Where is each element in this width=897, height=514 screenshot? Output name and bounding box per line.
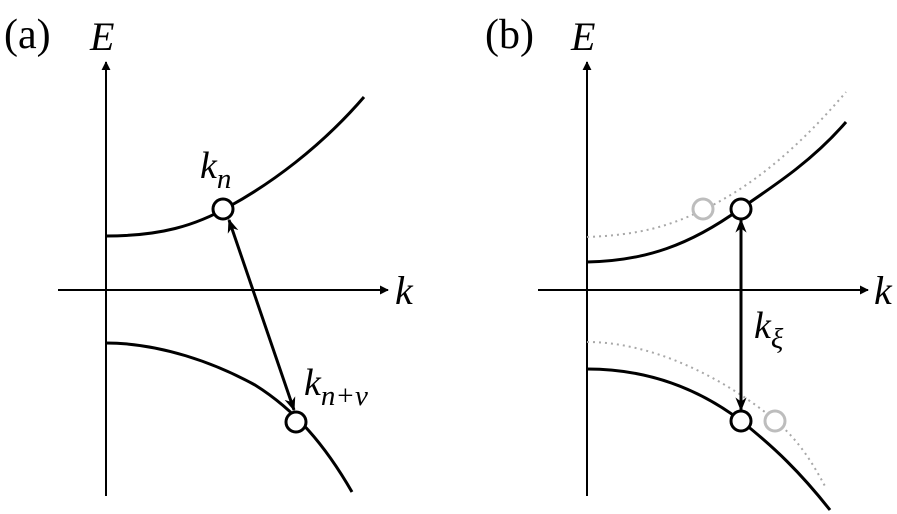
panel-a-lower-state [284, 410, 308, 434]
panel-b-transition-label-sub: ξ [771, 323, 784, 355]
panel-a-energy-axis-label: E [89, 14, 114, 59]
panel-b-shifted-upper-state [691, 197, 715, 221]
panel-b-shifted-conduction-band [586, 91, 847, 238]
panel-b-conduction-band [586, 121, 848, 264]
panel-a-transition-arrow [227, 218, 296, 412]
panel-b-transition-label: kξ [754, 305, 784, 355]
panel-a-momentum-axis-label: k [395, 268, 414, 313]
panel-b-shifted-lower-state [763, 409, 787, 433]
panel-b-transition-label-base: k [754, 305, 772, 347]
panel-a-upper-state-label-sub: n [217, 163, 232, 195]
panel-b-energy-axis-label: E [570, 14, 595, 59]
panel-b-momentum-axis-label: k [874, 268, 893, 313]
panel-b-shifted-valence-band [586, 341, 827, 489]
panel-a-lower-state-label-sub: n+ν [321, 380, 368, 412]
panel-a-conduction-band [105, 96, 366, 238]
panel-a: (a) E k kn kn+ν [4, 12, 414, 496]
panel-a-label: (a) [4, 12, 51, 58]
panel-b: (b) E k kξ [485, 12, 893, 511]
panel-b-lower-state [729, 409, 753, 433]
panel-a-upper-state-label: kn [200, 145, 231, 195]
panel-a-upper-state-label-base: k [200, 145, 218, 187]
panel-a-lower-state-label-base: k [304, 362, 322, 404]
panel-b-upper-state [729, 197, 753, 221]
panel-b-label: (b) [485, 12, 534, 58]
panel-a-upper-state [211, 197, 235, 221]
panel-a-lower-state-label: kn+ν [304, 362, 368, 412]
